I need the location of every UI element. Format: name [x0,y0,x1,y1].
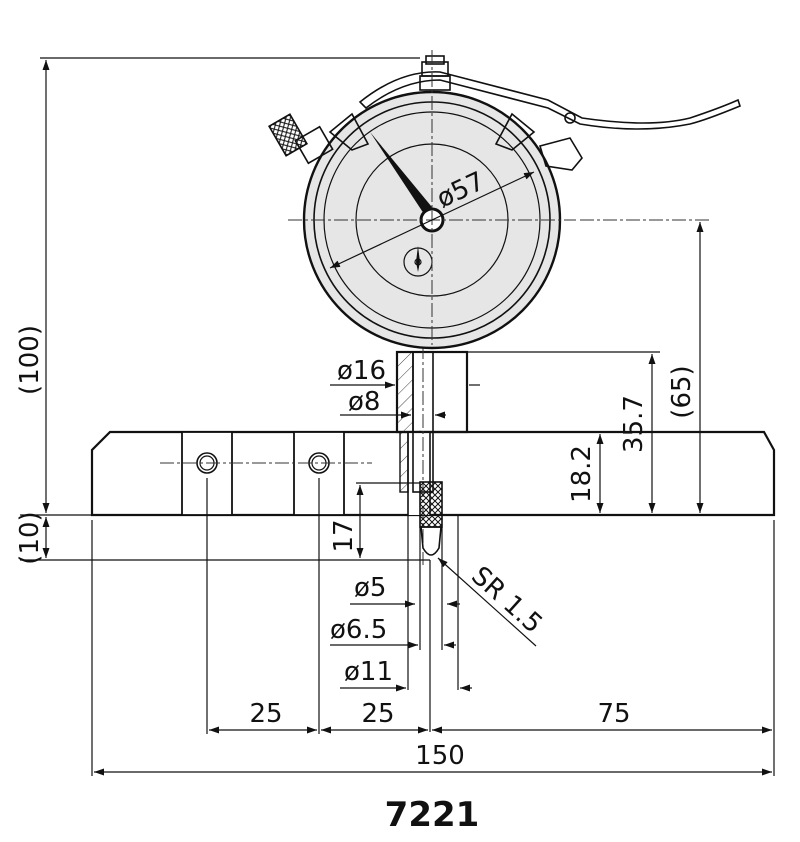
dim-hole-spacing-1: 25 [249,699,282,729]
dim-hole-spacing-2: 25 [361,699,394,729]
dim-probe-diameter: ø6.5 [330,615,387,645]
model-number: 7221 [385,795,480,835]
dim-right-length: 75 [597,699,630,729]
dial-gauge [268,50,741,350]
dim-guide-diameter: ø11 [344,657,393,687]
dim-base-thickness: 18.2 [567,445,597,503]
dim-probe-length: 17 [329,519,359,552]
dim-center-height: (65) [667,365,697,418]
dim-stem-inner: ø8 [348,387,380,417]
dim-contact-radius: SR 1.5 [465,561,548,640]
stem-assembly [395,345,469,565]
dim-overall-height: (100) [15,325,45,395]
dim-spindle-travel: 35.7 [619,395,649,453]
dim-base-offset: (10) [15,511,45,564]
dim-contact-diameter: ø5 [354,573,386,603]
dim-total-length: 150 [415,741,465,771]
dimension-lines [20,57,775,776]
dim-stem-outer: ø16 [337,356,386,386]
